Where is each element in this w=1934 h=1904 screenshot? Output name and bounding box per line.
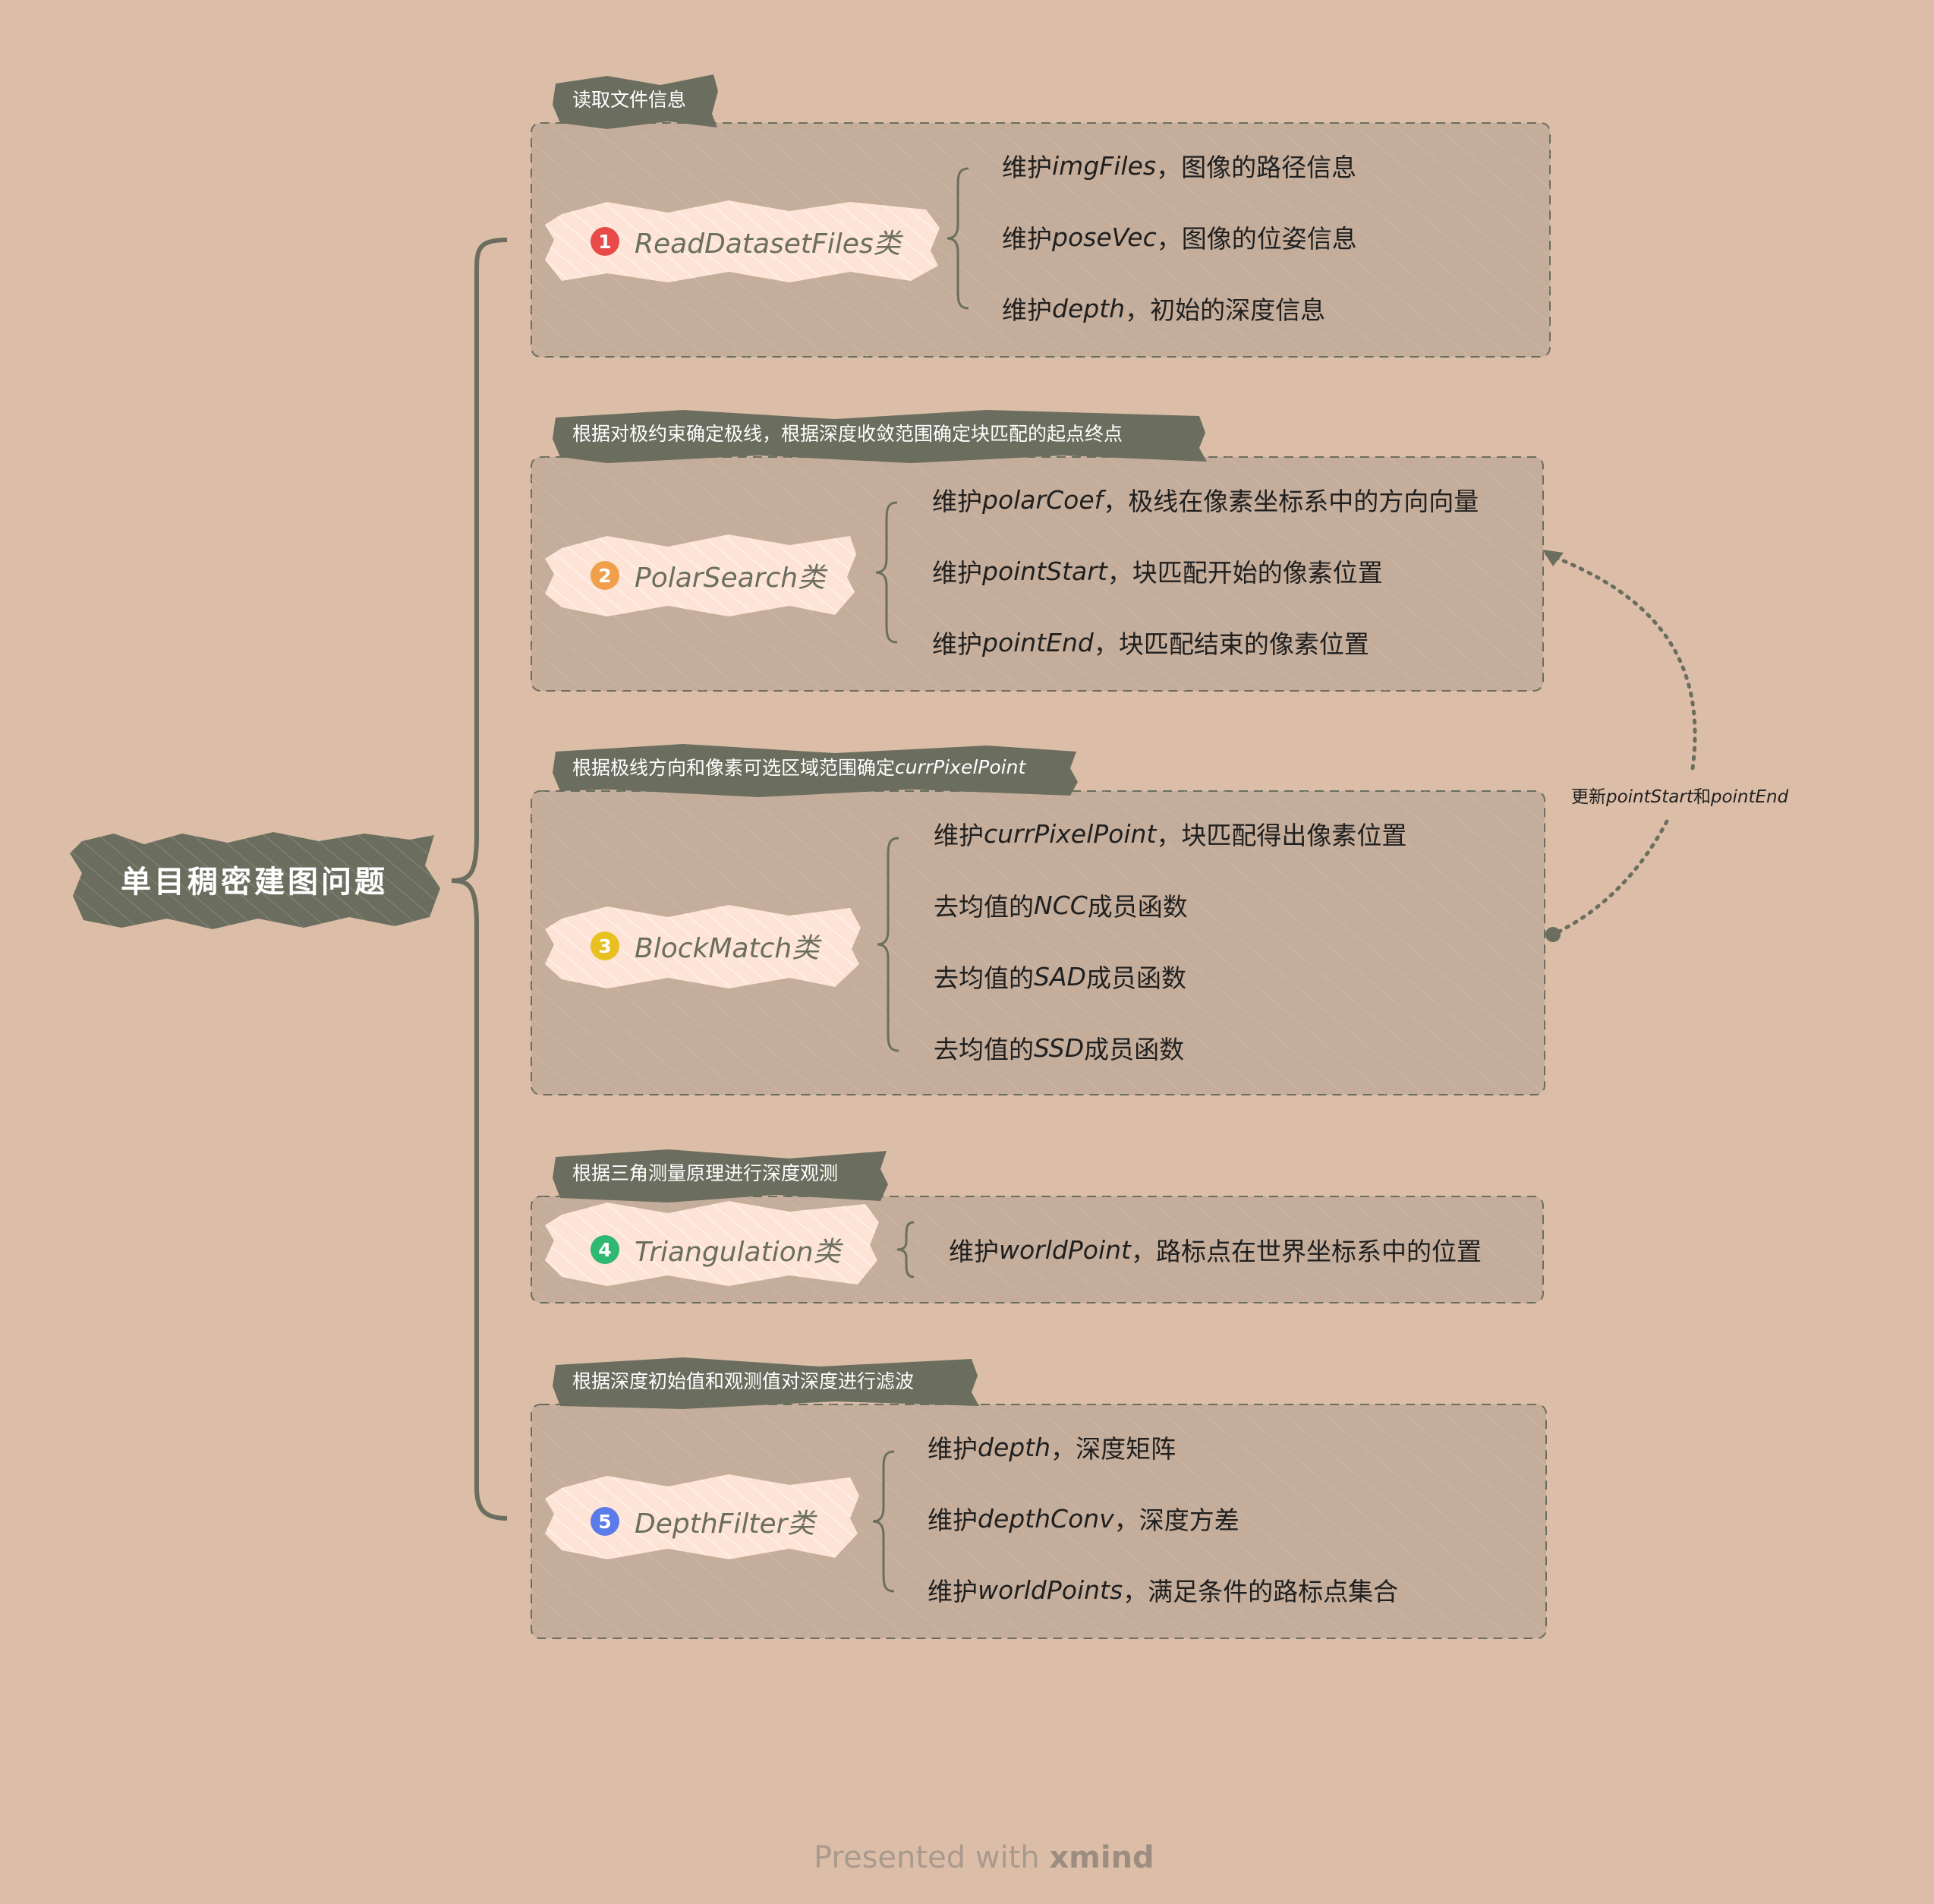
relation-arrowhead <box>1542 550 1564 566</box>
panel-5 <box>531 1404 1547 1639</box>
priority-4-icon: 4 <box>591 1235 619 1264</box>
class-node-triangulation[interactable]: 4 Triangulation类 <box>591 1230 841 1269</box>
group-tag-4 <box>553 1149 888 1203</box>
priority-5-icon: 5 <box>591 1507 619 1536</box>
class-node-shape-5 <box>545 1474 859 1559</box>
xmind-logo: xmind <box>1049 1840 1154 1875</box>
class-node-shape-4 <box>545 1201 879 1286</box>
brace-5 <box>872 1450 895 1593</box>
footer-credit: Presented with xmind <box>814 1840 1154 1875</box>
class-node-depth-filter[interactable]: 5 DepthFilter类 <box>591 1502 814 1541</box>
class-node-shape-1 <box>545 200 940 282</box>
class-node-shape-3 <box>545 905 861 988</box>
relation-start-dot <box>1545 927 1561 942</box>
relation-label[interactable]: 更新pointStart和pointEnd <box>1571 787 1789 807</box>
group-tag-1 <box>553 74 718 129</box>
group-tag-3 <box>553 744 1078 797</box>
relation-line-lower <box>1552 819 1669 936</box>
panel-2 <box>531 456 1544 692</box>
group-label-2[interactable]: 根据对极约束确定极线，根据深度收敛范围确定块匹配的起点终点 <box>572 423 1123 445</box>
root-topic-label: 单目稠密建图问题 <box>121 865 388 900</box>
priority-2-icon: 2 <box>591 561 619 590</box>
brace-2 <box>875 501 898 644</box>
class-node-read-dataset-files[interactable]: 1 ReadDatasetFiles类 <box>591 222 901 261</box>
class-node-label: DepthFilter类 <box>635 1508 815 1540</box>
brace-3 <box>877 837 899 1052</box>
panel-3 <box>531 790 1545 1095</box>
brace-4 <box>896 1221 915 1278</box>
class-node-block-match[interactable]: 3 BlockMatch类 <box>591 926 819 966</box>
priority-1-icon: 1 <box>591 227 619 256</box>
root-topic[interactable]: 单目稠密建图问题 <box>72 849 436 909</box>
priority-3-icon: 3 <box>591 932 619 960</box>
class-node-label: Triangulation类 <box>635 1237 841 1268</box>
class-node-label: ReadDatasetFiles类 <box>635 229 901 260</box>
class-node-label: PolarSearch类 <box>635 563 826 594</box>
trunk-connector <box>451 238 508 1521</box>
brace-1 <box>947 167 969 310</box>
class-node-polar-search[interactable]: 2 PolarSearch类 <box>591 556 825 595</box>
panel-1 <box>531 122 1551 358</box>
class-node-label: BlockMatch类 <box>635 933 820 964</box>
group-label-1[interactable]: 读取文件信息 <box>572 89 687 111</box>
root-topic-shape <box>70 832 440 929</box>
relation-line-upper <box>1545 552 1697 771</box>
group-tag-5 <box>553 1357 979 1409</box>
group-label-5[interactable]: 根据深度初始值和观测值对深度进行滤波 <box>572 1370 915 1392</box>
class-node-shape-2 <box>545 534 856 616</box>
group-tag-2 <box>553 410 1207 463</box>
group-label-4[interactable]: 根据三角测量原理进行深度观测 <box>572 1162 839 1184</box>
